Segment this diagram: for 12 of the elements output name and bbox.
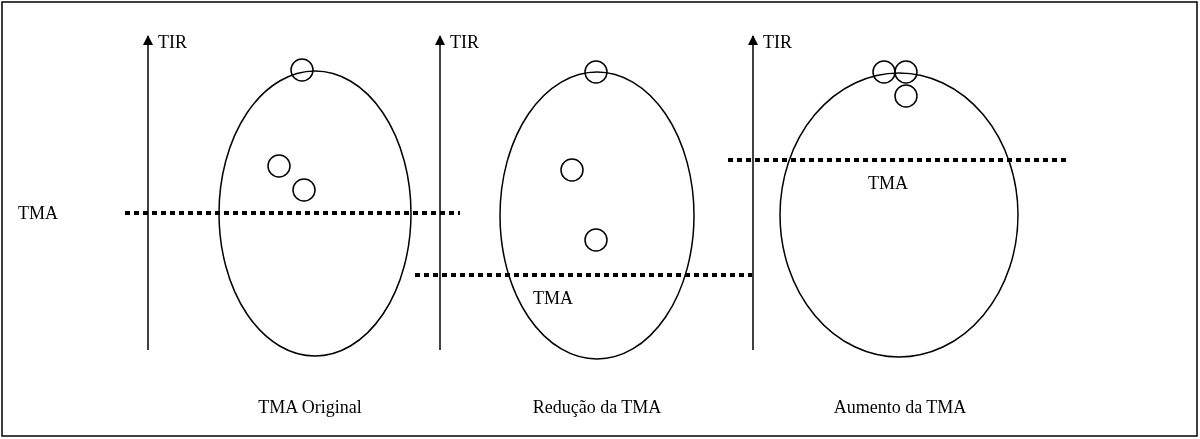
axis-label: TIR xyxy=(450,32,479,52)
panel-caption: Redução da TMA xyxy=(532,397,662,417)
axis-label: TIR xyxy=(763,32,792,52)
threshold-label: TMA xyxy=(18,203,58,223)
axis-label: TIR xyxy=(158,32,187,52)
threshold-label: TMA xyxy=(868,173,908,193)
ellipse xyxy=(779,72,1019,358)
panel-caption: TMA Original xyxy=(258,397,362,417)
ellipse xyxy=(218,70,412,357)
threshold-label: TMA xyxy=(533,288,573,308)
panel-caption: Aumento da TMA xyxy=(833,397,967,417)
ellipse xyxy=(499,71,695,360)
